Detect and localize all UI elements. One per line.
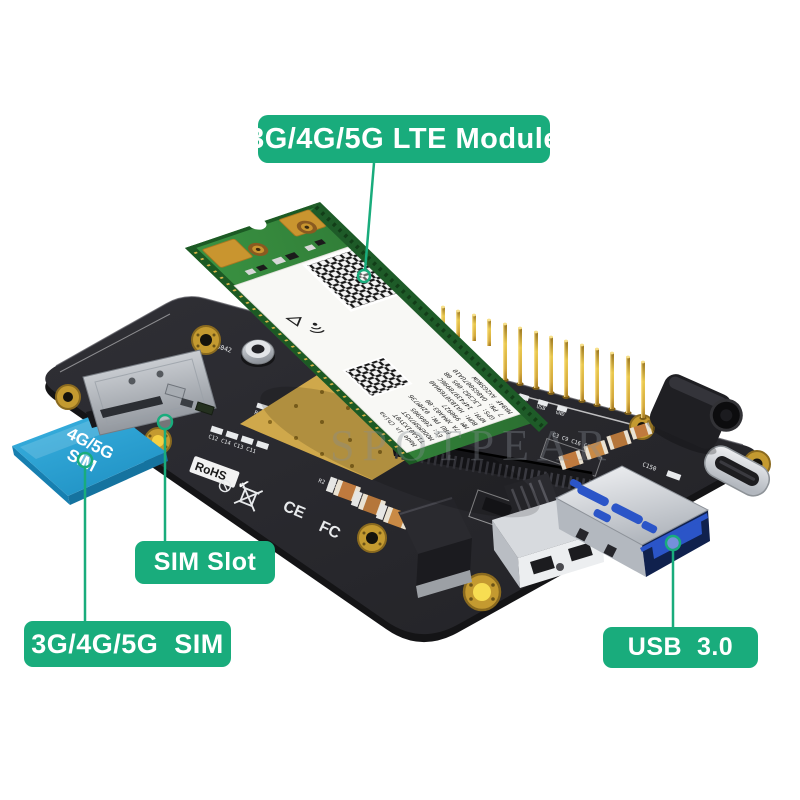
usb3-shell-cutouts xyxy=(569,479,658,534)
callout-label-lte-module: 3G/4G/5G LTE Module xyxy=(248,115,559,163)
qr-code-1 xyxy=(302,247,403,312)
rohs-mark: RoHS ✓ xyxy=(189,456,252,494)
callout-dot-sim-card xyxy=(76,451,94,469)
callout-label-sim-slot: SIM Slot xyxy=(135,541,275,584)
lte-module: Made in China T15A01X3Y0T MODEM5M7X5T EC… xyxy=(185,202,544,465)
weee-icon xyxy=(233,482,264,512)
screw-hole-bottom-left xyxy=(357,523,387,553)
callout-label-usb: USB 3.0 xyxy=(603,627,758,668)
screw-hole-top-left xyxy=(191,325,221,355)
inductor xyxy=(398,496,472,598)
certification-icons xyxy=(285,317,325,334)
sim-slot xyxy=(82,349,217,436)
standoff xyxy=(241,339,275,367)
power-button xyxy=(646,374,743,455)
callout-dot-lte-module xyxy=(356,268,372,284)
callout-dot-usb xyxy=(664,534,682,552)
screw-hole-bottom-center xyxy=(462,572,502,612)
capacitor-cluster-b xyxy=(558,422,653,471)
qr-code-2 xyxy=(342,356,413,399)
module-chips xyxy=(244,239,327,276)
svg-text:C150: C150 xyxy=(641,461,657,473)
sim-slot-led xyxy=(194,401,215,416)
callout-dot-sim-slot xyxy=(156,413,174,431)
svg-text:USB: USB xyxy=(536,404,546,412)
usb3-port xyxy=(554,465,710,577)
svg-text:GND: GND xyxy=(555,410,565,418)
ufl-connector-2 xyxy=(296,220,317,234)
watermark: SPOTPEAR xyxy=(330,421,614,470)
silkscreen-ref-c150: C150 xyxy=(641,461,682,481)
usb3-blue-tongue xyxy=(652,521,702,559)
antenna-pad-1 xyxy=(202,238,253,268)
capacitor-cluster-a xyxy=(325,476,412,530)
callout-lines xyxy=(76,162,682,627)
callout-line-lte-module xyxy=(363,162,376,272)
callout-label-sim-card: 3G/4G/5G SIM xyxy=(24,621,231,667)
module-label: Made in China T15A01X3Y0T MODEM5M7X5T EC… xyxy=(233,244,527,454)
screw-hole-west xyxy=(55,384,81,410)
module-notch xyxy=(247,217,267,230)
module-edge-strip xyxy=(311,202,548,432)
ufl-connector-1 xyxy=(248,242,269,256)
antenna-symbol-icon xyxy=(218,479,232,493)
usb-c-port xyxy=(704,445,770,497)
